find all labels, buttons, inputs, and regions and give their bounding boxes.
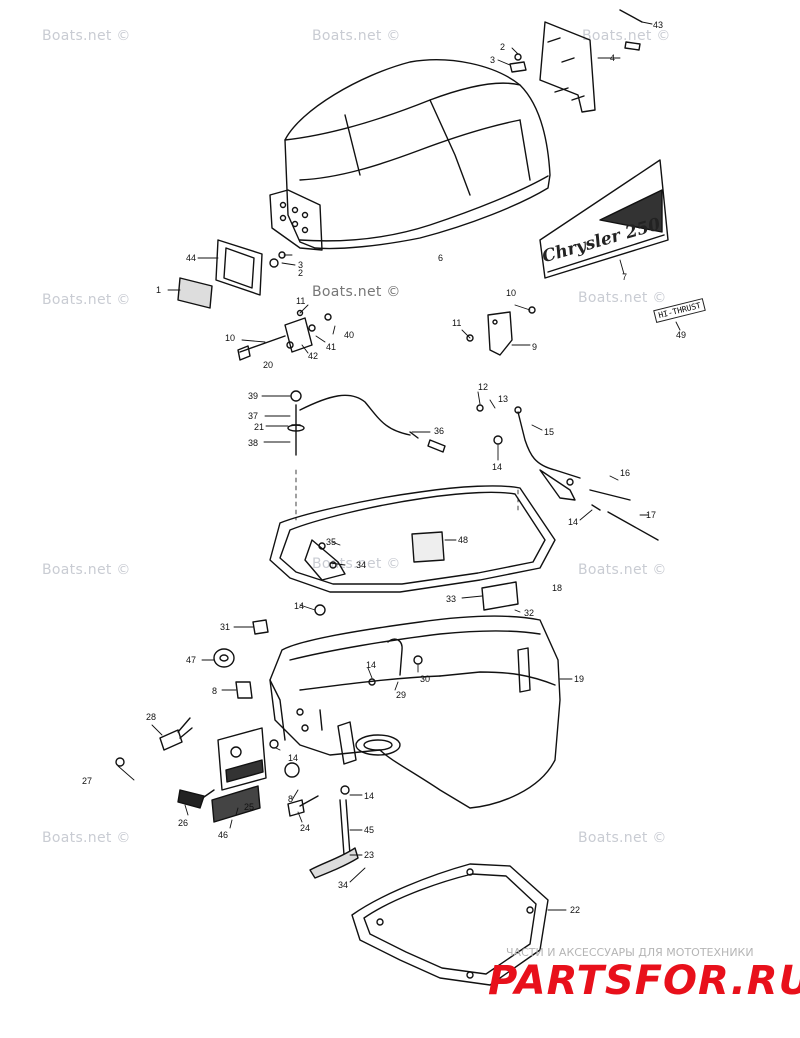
part-label-31: 31: [220, 622, 231, 632]
part-label-14: 14: [288, 753, 299, 763]
washer-nut: [269, 53, 527, 268]
top-cowl: [269, 59, 551, 251]
part-label-40: 40: [344, 330, 355, 340]
shift-handle: [287, 795, 359, 879]
part-label-34: 34: [356, 560, 367, 570]
part-label-25: 25: [244, 802, 255, 812]
part-label-36: 36: [434, 426, 445, 436]
part-label-4: 4: [610, 53, 616, 63]
watermark: Boats.net ©: [42, 292, 131, 308]
watermark: Boats.net ©: [42, 562, 131, 578]
part-label-28: 28: [146, 712, 157, 722]
part-label-1: 1: [156, 285, 162, 295]
throttle-cable: [287, 390, 446, 456]
nameplate: [177, 727, 267, 823]
part-label-20: 20: [263, 360, 274, 370]
emblem-panel: [539, 159, 669, 279]
part-label-10: 10: [225, 333, 236, 343]
part-label-26: 26: [178, 818, 189, 828]
watermark: Boats.net ©: [578, 562, 667, 578]
part-label-27: 27: [82, 776, 93, 786]
part-label-38: 38: [248, 438, 259, 448]
part-label-30: 30: [420, 674, 431, 684]
part-label-33: 33: [446, 594, 457, 604]
part-label-29: 29: [396, 690, 407, 700]
footer-logo: PARTSFOR.RU: [488, 958, 800, 1004]
latch-assembly: [237, 309, 332, 361]
watermark: Boats.net ©: [42, 28, 131, 44]
part-label-41: 41: [326, 342, 337, 352]
part-label-48: 48: [458, 535, 469, 545]
part-label-8: 8: [212, 686, 218, 696]
part-label-46: 46: [218, 830, 229, 840]
watermark: Boats.net ©: [312, 284, 401, 300]
part-label-13: 13: [498, 394, 509, 404]
part-label-14: 14: [492, 462, 503, 472]
part-label-14: 14: [366, 660, 377, 670]
part-label-15: 15: [544, 427, 555, 437]
part-label-3: 3: [490, 55, 496, 65]
part-label-49: 49: [676, 330, 687, 340]
part-label-35: 35: [326, 537, 337, 547]
bottom-gasket: [351, 863, 549, 986]
watermark: Boats.net ©: [42, 830, 131, 846]
part-label-11: 11: [452, 318, 462, 328]
part-label-14: 14: [364, 791, 375, 801]
part-label-34: 34: [338, 880, 349, 890]
part-label-14: 14: [294, 601, 305, 611]
part-label-9: 9: [532, 342, 538, 352]
part-label-24: 24: [300, 823, 311, 833]
part-label-16: 16: [620, 468, 631, 478]
part-label-42: 42: [308, 351, 319, 361]
part-label-44: 44: [186, 253, 197, 263]
leader-lines: [117, 21, 681, 911]
part-label-22: 22: [570, 905, 581, 915]
part-label-23: 23: [364, 850, 375, 860]
part-label-3: 3: [298, 260, 304, 270]
watermark: Boats.net ©: [582, 28, 671, 44]
watermark: Boats.net ©: [312, 28, 401, 44]
part-label-37: 37: [248, 411, 259, 421]
center-lines: [295, 469, 519, 521]
lower-cowl: [269, 615, 561, 809]
part-label-10: 10: [506, 288, 517, 298]
part-label-7: 7: [622, 272, 628, 282]
part-label-18: 18: [552, 583, 563, 593]
part-label-6: 6: [438, 253, 444, 263]
right-latch: [466, 306, 536, 356]
watermark: Boats.net ©: [578, 290, 667, 306]
part-label-17: 17: [646, 510, 657, 520]
cowl-seal-18: [269, 485, 556, 611]
part-label-2: 2: [500, 42, 506, 52]
part-label-32: 32: [524, 608, 535, 618]
part-label-14: 14: [568, 517, 579, 527]
part-label-8: 8: [288, 794, 294, 804]
shift-linkage: [476, 404, 659, 541]
bracket-44: [177, 239, 263, 309]
part-label-43: 43: [653, 20, 664, 30]
footer-tagline: ЧАСТИ И АКСЕССУАРЫ ДЛЯ МОТОТЕХНИКИ: [506, 946, 754, 959]
part-label-39: 39: [248, 391, 259, 401]
part-label-2: 2: [298, 268, 304, 278]
part-label-47: 47: [186, 655, 197, 665]
part-label-12: 12: [478, 382, 489, 392]
bulb-28: [115, 717, 193, 767]
watermark: Boats.net ©: [578, 830, 667, 846]
mounting-plate: [539, 9, 643, 113]
part-label-45: 45: [364, 825, 375, 835]
part-label-11: 11: [296, 296, 306, 306]
part-label-21: 21: [254, 422, 265, 432]
part-label-19: 19: [574, 674, 585, 684]
